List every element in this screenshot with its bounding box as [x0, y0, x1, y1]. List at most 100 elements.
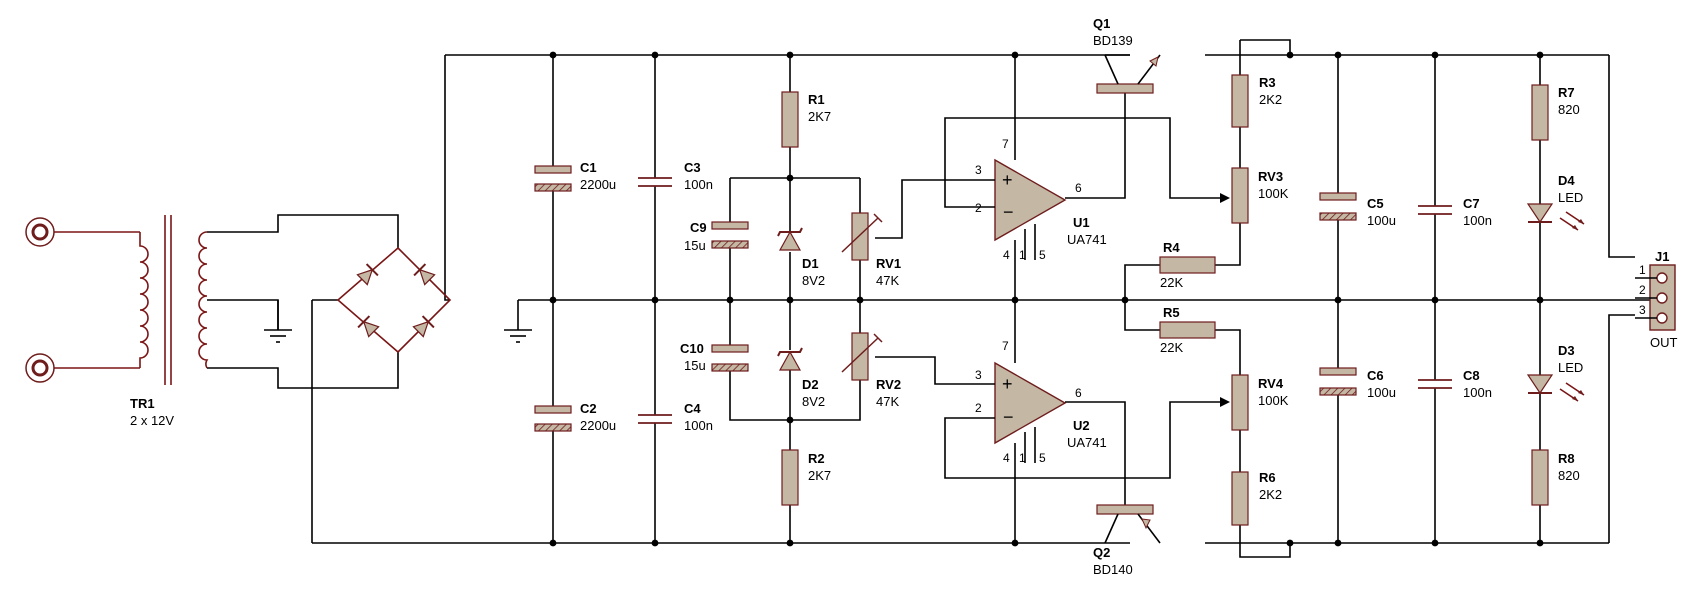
u2-pin3: 3 — [975, 368, 982, 382]
u2-value: UA741 — [1067, 435, 1107, 450]
opamp-u1: + − 3 2 7 4 1 5 6 U1 UA741 — [968, 137, 1107, 262]
u1-pin1: 1 — [1019, 248, 1026, 262]
u1-pin6: 6 — [1075, 181, 1082, 195]
transistor-q1: Q1 BD139 — [1093, 16, 1161, 94]
u1-pin3: 3 — [975, 163, 982, 177]
c1-ref: C1 — [580, 160, 597, 175]
c3-value: 100n — [684, 177, 713, 192]
resistor-r7: R7 820 — [1531, 84, 1580, 141]
ground-symbol-main — [504, 300, 532, 343]
resistor-r2: R2 2K7 — [781, 449, 831, 506]
zener-diode-d2: D2 8V2 — [777, 347, 825, 409]
c1-value: 2200u — [580, 177, 616, 192]
r2-ref: R2 — [808, 451, 825, 466]
r8-ref: R8 — [1558, 451, 1575, 466]
capacitor-c7: C7 100n — [1418, 196, 1492, 228]
capacitor-c10: C10 15u — [680, 341, 749, 373]
c6-ref: C6 — [1367, 368, 1384, 383]
c7-value: 100n — [1463, 213, 1492, 228]
d4-ref: D4 — [1558, 173, 1575, 188]
zener-diode-d1: D1 8V2 — [777, 227, 825, 288]
r7-value: 820 — [1558, 102, 1580, 117]
resistor-r1: R1 2K7 — [781, 91, 831, 148]
u1-value: UA741 — [1067, 232, 1107, 247]
capacitor-c2: C2 2200u — [534, 401, 616, 433]
bridge-rectifier — [336, 246, 452, 354]
rv2-ref: RV2 — [876, 377, 901, 392]
r6-ref: R6 — [1259, 470, 1276, 485]
tr1-value: 2 x 12V — [130, 413, 174, 428]
j1-ref: J1 — [1655, 249, 1669, 264]
u1-pin4: 4 — [1003, 248, 1010, 262]
rv3-ref: RV3 — [1258, 169, 1283, 184]
r3-ref: R3 — [1259, 75, 1276, 90]
r5-ref: R5 — [1163, 305, 1180, 320]
r5-value: 22K — [1160, 340, 1183, 355]
j1-pin2: 2 — [1639, 283, 1646, 297]
wires — [207, 39, 1657, 558]
d2-value: 8V2 — [802, 394, 825, 409]
rv4-ref: RV4 — [1258, 376, 1284, 391]
d2-ref: D2 — [802, 377, 819, 392]
u1-pin5: 5 — [1039, 248, 1046, 262]
c10-ref: C10 — [680, 341, 704, 356]
r1-ref: R1 — [808, 92, 825, 107]
c7-ref: C7 — [1463, 196, 1480, 211]
rv2-value: 47K — [876, 394, 899, 409]
capacitor-c4: C4 100n — [638, 401, 713, 433]
r8-value: 820 — [1558, 468, 1580, 483]
c8-ref: C8 — [1463, 368, 1480, 383]
r2-value: 2K7 — [808, 468, 831, 483]
potentiometer-rv1: RV1 47K — [841, 212, 901, 288]
rv4-value: 100K — [1258, 393, 1289, 408]
u1-minus-sign: − — [1003, 202, 1014, 222]
led-d4: D4 LED — [1526, 173, 1585, 231]
c6-value: 100u — [1367, 385, 1396, 400]
c5-value: 100u — [1367, 213, 1396, 228]
resistor-r8: R8 820 — [1531, 449, 1580, 506]
potentiometer-rv2: RV2 47K — [841, 332, 901, 409]
r4-ref: R4 — [1163, 240, 1180, 255]
capacitor-c1: C1 2200u — [534, 160, 616, 192]
c4-ref: C4 — [684, 401, 701, 416]
junctions — [549, 51, 1544, 547]
d4-value: LED — [1558, 190, 1583, 205]
capacitor-c5: C5 100u — [1319, 192, 1396, 228]
u1-pin2: 2 — [975, 201, 982, 215]
q1-ref: Q1 — [1093, 16, 1110, 31]
transformer-tr1: TR1 2 x 12V — [130, 215, 209, 428]
u2-pin5: 5 — [1039, 451, 1046, 465]
r3-value: 2K2 — [1259, 92, 1282, 107]
opamp-u2: + − 3 2 7 4 1 5 6 U2 UA741 — [968, 339, 1107, 465]
r1-value: 2K7 — [808, 109, 831, 124]
rv3-value: 100K — [1258, 186, 1289, 201]
j1-value: OUT — [1650, 335, 1678, 350]
connector-j1: 1 2 3 J1 OUT — [1635, 249, 1678, 350]
potentiometer-rv4: RV4 100K — [1220, 374, 1289, 431]
c8-value: 100n — [1463, 385, 1492, 400]
q2-ref: Q2 — [1093, 545, 1110, 560]
capacitor-c3: C3 100n — [638, 160, 713, 192]
ground-symbol-left — [264, 300, 292, 343]
rv1-value: 47K — [876, 273, 899, 288]
r4-value: 22K — [1160, 275, 1183, 290]
capacitor-c6: C6 100u — [1319, 367, 1396, 400]
c3-ref: C3 — [684, 160, 701, 175]
u2-pin7: 7 — [1002, 339, 1009, 353]
resistor-r6: R6 2K2 — [1231, 470, 1282, 526]
led-d3: D3 LED — [1526, 343, 1585, 402]
d1-value: 8V2 — [802, 273, 825, 288]
q2-value: BD140 — [1093, 562, 1133, 577]
ac-input-terminal-bottom — [25, 353, 140, 383]
d1-ref: D1 — [802, 256, 819, 271]
q1-value: BD139 — [1093, 33, 1133, 48]
c9-value: 15u — [684, 238, 706, 253]
resistor-r3: R3 2K2 — [1231, 74, 1282, 128]
j1-pin3: 3 — [1639, 303, 1646, 317]
u2-pin2: 2 — [975, 401, 982, 415]
u1-plus-sign: + — [1002, 170, 1013, 190]
u2-ref: U2 — [1073, 418, 1090, 433]
potentiometer-rv3: RV3 100K — [1220, 167, 1289, 224]
resistor-r5: R5 22K — [1159, 305, 1216, 355]
